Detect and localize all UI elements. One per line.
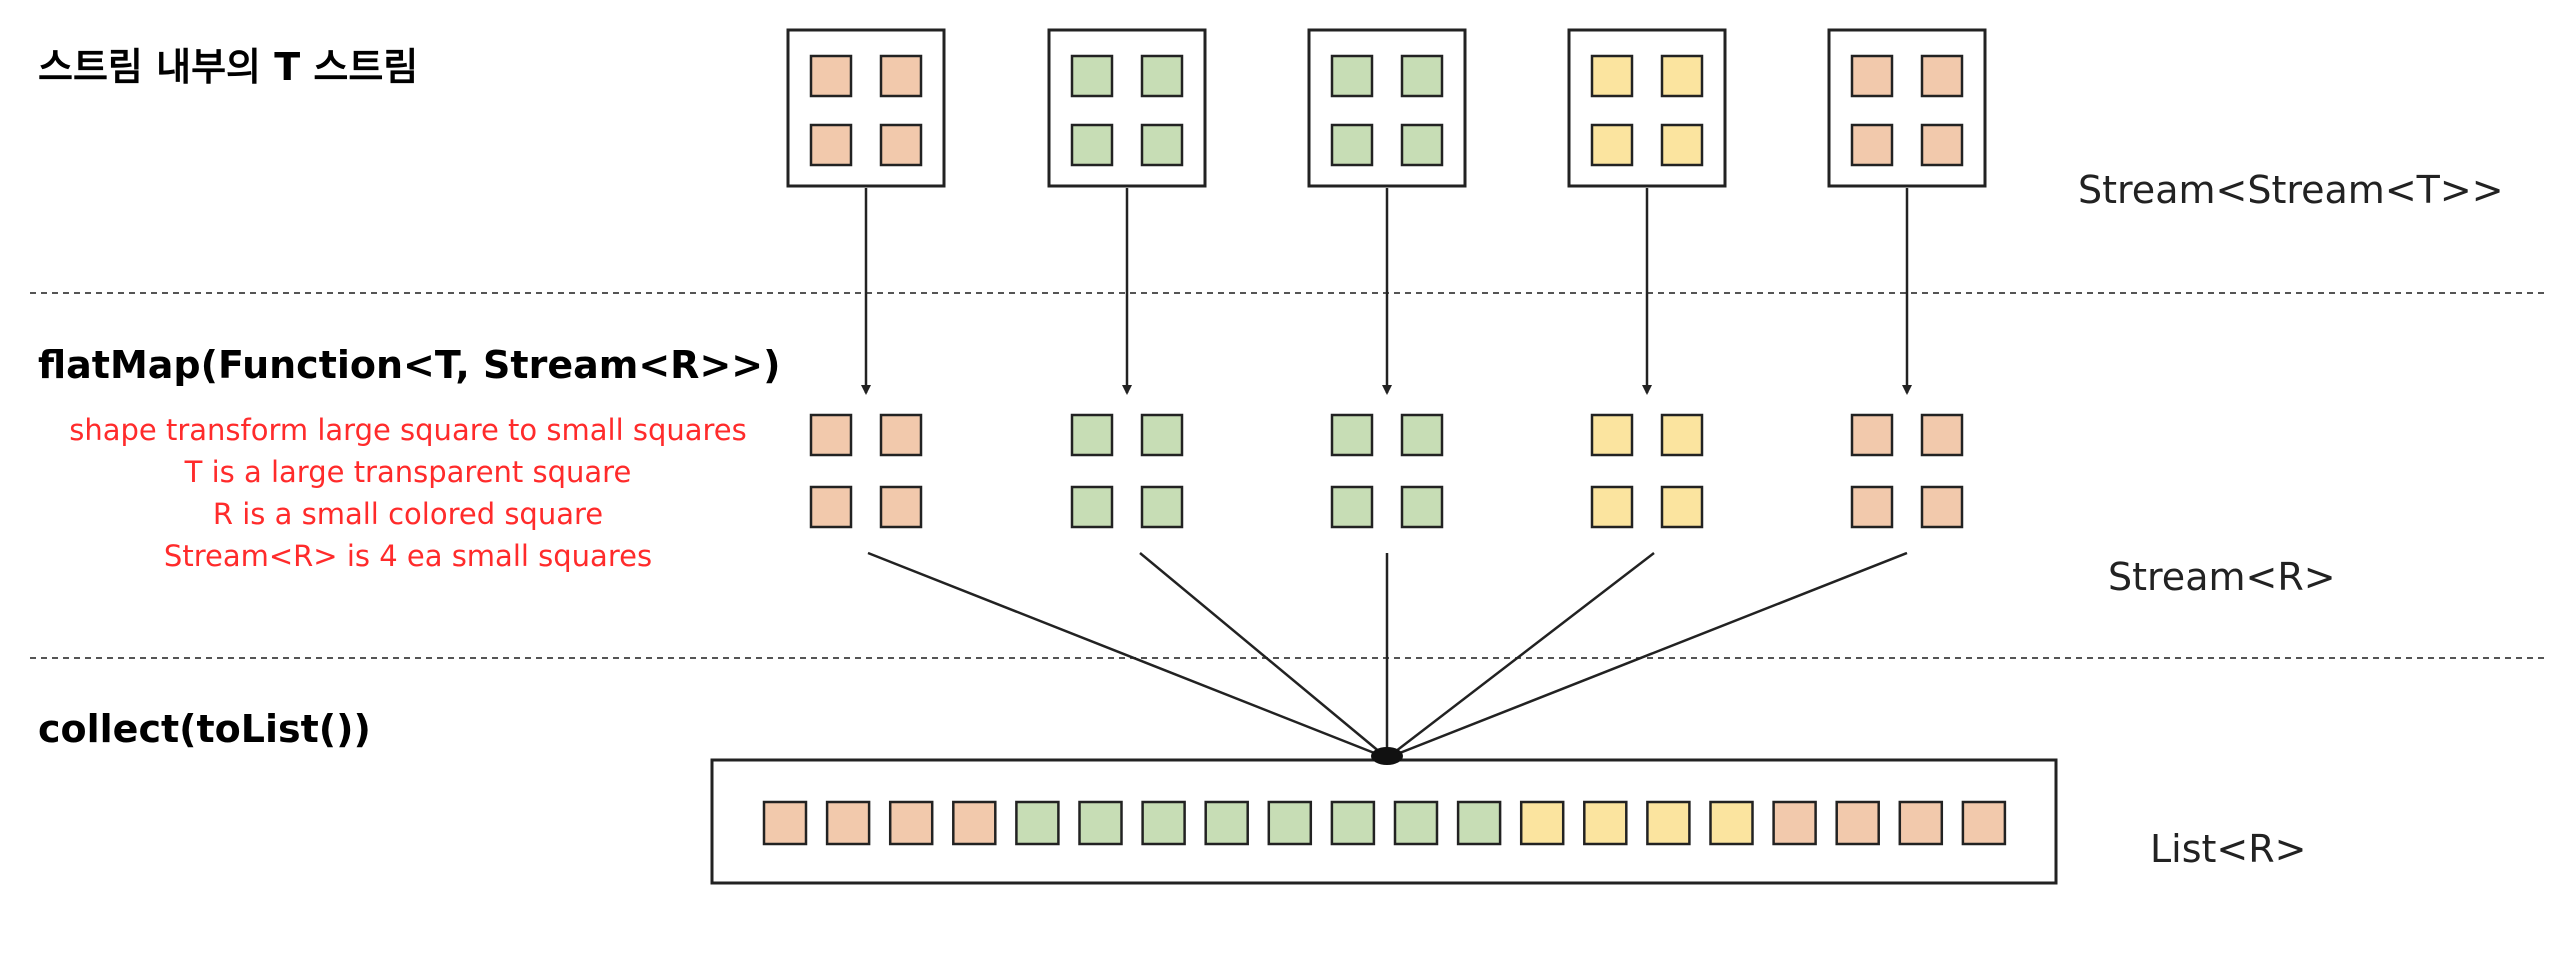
small-square-r (1140, 54, 1184, 98)
small-square-r (809, 413, 853, 457)
small-square-r (1920, 413, 1964, 457)
list-item-square (1015, 800, 1060, 846)
section-title-bottom: collect(toList()) (38, 707, 371, 751)
small-square-r (1400, 413, 1444, 457)
small-square-r (1590, 54, 1634, 98)
small-square-r (1850, 413, 1894, 457)
type-label-middle: Stream<R> (2108, 555, 2336, 599)
small-square-r (1330, 485, 1374, 529)
list-items (762, 800, 2007, 846)
small-square-r (1590, 413, 1634, 457)
section-title-top: 스트림 내부의 T 스트림 (38, 45, 418, 89)
small-square-r (879, 54, 923, 98)
small-square-r (1070, 54, 1114, 98)
list-item-square (952, 800, 997, 846)
small-square-r (1330, 123, 1374, 167)
small-square-r (1400, 485, 1444, 529)
note-line: shape transform large square to small sq… (69, 413, 747, 447)
small-square-r (1070, 485, 1114, 529)
list-item-square (762, 800, 808, 846)
small-square-r (809, 123, 853, 167)
stream-boxes (786, 28, 1987, 188)
small-square-r (1660, 413, 1704, 457)
small-square-r (1660, 54, 1704, 98)
small-square-r (1400, 123, 1444, 167)
connectors (861, 188, 1912, 760)
section-title-middle: flatMap(Function<T, Stream<R>>) (38, 343, 780, 387)
list-item-square (1583, 800, 1628, 846)
list-item-square (1772, 800, 1817, 846)
type-label-top: Stream<Stream<T>> (2078, 168, 2504, 212)
small-square-r (1850, 123, 1894, 167)
small-square-r (1330, 413, 1374, 457)
small-square-r (1070, 413, 1114, 457)
merge-point (1371, 747, 1403, 765)
note-line: R is a small colored square (213, 497, 603, 531)
small-square-r (1140, 413, 1184, 457)
small-square-r (809, 485, 853, 529)
list-item-square (1393, 800, 1439, 846)
large-square-t (1307, 28, 1467, 188)
collect-line (867, 551, 1388, 760)
list-item-square (888, 800, 934, 846)
list-item-square (1898, 800, 1944, 846)
small-square-r (879, 485, 923, 529)
small-square-r (1330, 54, 1374, 98)
collect-line (1386, 552, 1655, 759)
large-square-t (1827, 28, 1987, 188)
small-square-r (1850, 54, 1894, 98)
list-item-square (1835, 800, 1880, 846)
list-item-square (1646, 800, 1691, 846)
small-square-r (1070, 123, 1114, 167)
small-square-r (879, 123, 923, 167)
list-item-square (1330, 800, 1376, 846)
small-square-r (1140, 485, 1184, 529)
list-item-square (1267, 800, 1313, 846)
small-square-r (1140, 123, 1184, 167)
large-square-t (786, 28, 946, 188)
note-line: T is a large transparent square (184, 455, 632, 489)
small-square-r (1920, 123, 1964, 167)
list-item-square (1141, 800, 1186, 846)
list-item-square (1519, 800, 1565, 846)
list-item-square (1961, 800, 2007, 846)
small-square-r (1590, 123, 1634, 167)
list-item-square (1204, 800, 1249, 846)
type-label-bottom: List<R> (2150, 827, 2307, 871)
list-item-square (1078, 800, 1123, 846)
small-square-r (1400, 54, 1444, 98)
small-square-r (1920, 54, 1964, 98)
collect-line (1386, 551, 1908, 760)
list-item-square (1709, 800, 1754, 846)
note-line: Stream<R> is 4 ea small squares (164, 539, 652, 573)
transform-notes: shape transform large square to small sq… (69, 413, 747, 573)
large-square-t (1047, 28, 1207, 188)
flat-groups (809, 413, 1964, 529)
small-square-r (1660, 123, 1704, 167)
small-square-r (879, 413, 923, 457)
small-square-r (1850, 485, 1894, 529)
list-item-square (1456, 800, 1502, 846)
small-square-r (1660, 485, 1704, 529)
large-square-t (1567, 28, 1727, 188)
list-item-square (825, 800, 871, 846)
collect-line (1139, 552, 1388, 759)
small-square-r (809, 54, 853, 98)
small-square-r (1920, 485, 1964, 529)
small-square-r (1590, 485, 1634, 529)
